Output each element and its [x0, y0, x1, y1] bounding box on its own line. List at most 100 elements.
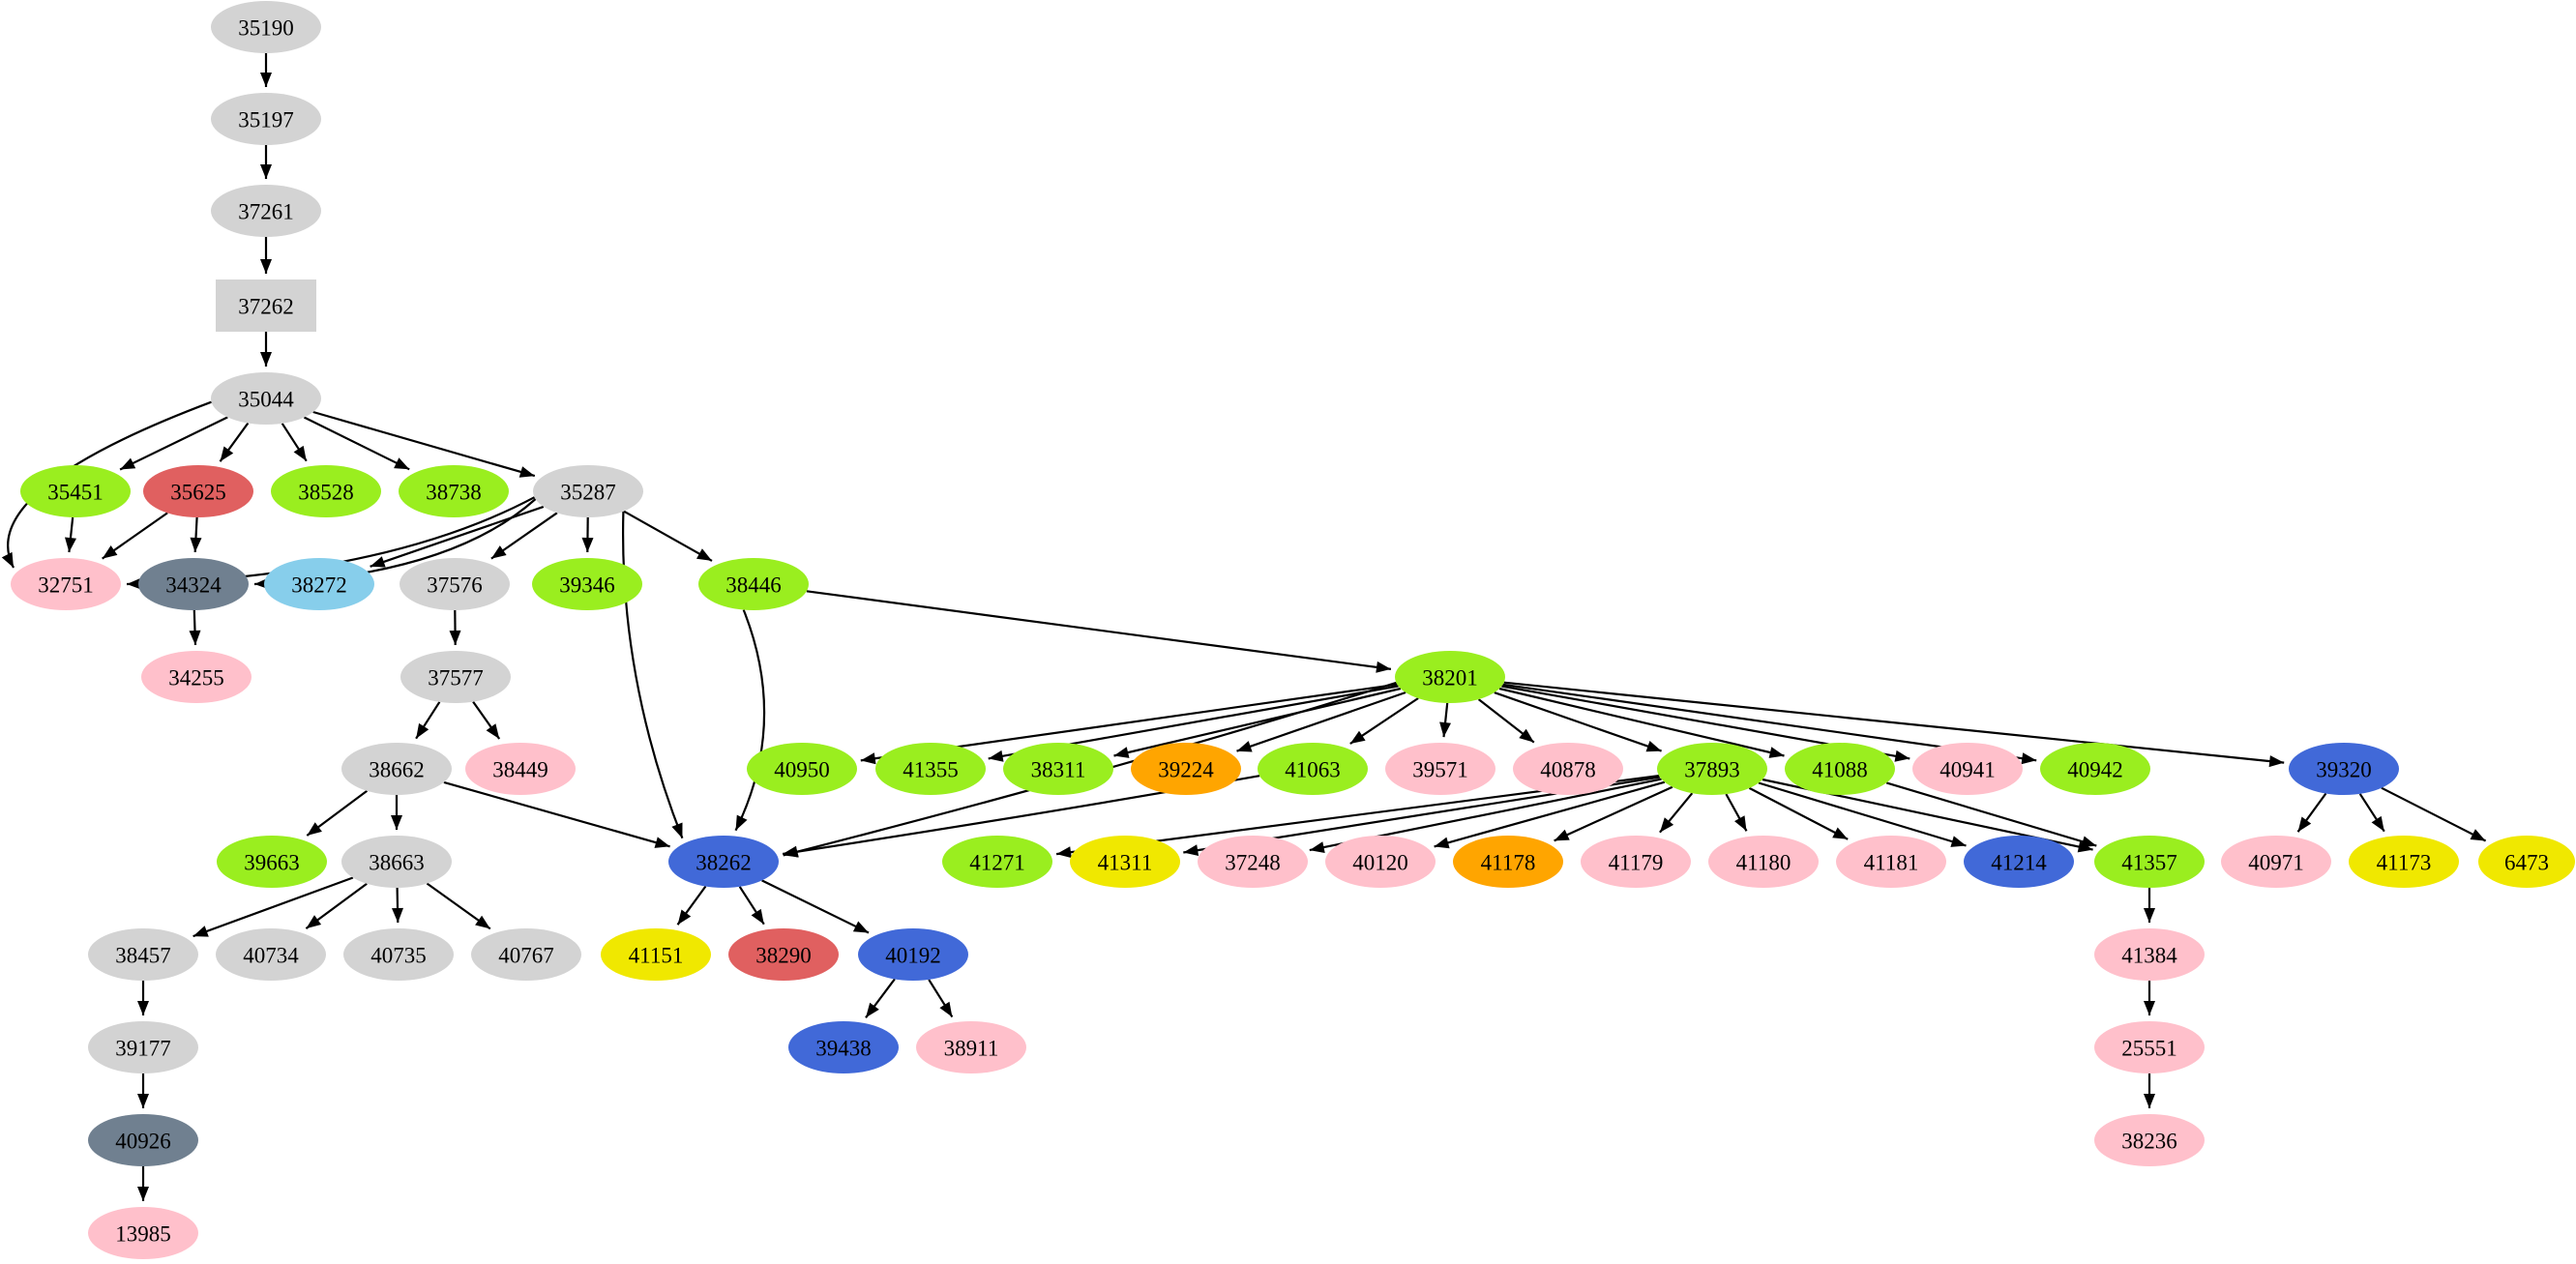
- node-shape-40950[interactable]: [747, 743, 857, 795]
- node-shape-35625[interactable]: [143, 465, 253, 517]
- graph-node-40192[interactable]: 40192: [858, 928, 968, 981]
- node-shape-32751[interactable]: [11, 558, 121, 610]
- graph-node-39438[interactable]: 39438: [788, 1021, 899, 1073]
- graph-node-38201[interactable]: 38201: [1395, 651, 1505, 703]
- node-shape-41178[interactable]: [1453, 836, 1563, 888]
- node-shape-25551[interactable]: [2094, 1021, 2205, 1073]
- graph-node-41357[interactable]: 41357: [2094, 836, 2205, 888]
- node-shape-35197[interactable]: [211, 93, 321, 145]
- graph-node-39571[interactable]: 39571: [1385, 743, 1495, 795]
- node-shape-39663[interactable]: [217, 836, 327, 888]
- graph-node-13985[interactable]: 13985: [88, 1207, 198, 1259]
- node-shape-38290[interactable]: [728, 928, 839, 981]
- node-shape-35044[interactable]: [211, 372, 321, 425]
- node-shape-38738[interactable]: [399, 465, 509, 517]
- graph-node-40942[interactable]: 40942: [2040, 743, 2150, 795]
- graph-node-39663[interactable]: 39663: [217, 836, 327, 888]
- graph-node-34324[interactable]: 34324: [138, 558, 249, 610]
- graph-node-40926[interactable]: 40926: [88, 1114, 198, 1166]
- node-shape-40971[interactable]: [2221, 836, 2331, 888]
- node-shape-41173[interactable]: [2349, 836, 2459, 888]
- graph-node-40941[interactable]: 40941: [1912, 743, 2023, 795]
- node-shape-41088[interactable]: [1785, 743, 1895, 795]
- node-shape-41384[interactable]: [2094, 928, 2205, 981]
- node-shape-38449[interactable]: [465, 743, 576, 795]
- node-shape-38457[interactable]: [88, 928, 198, 981]
- graph-node-41214[interactable]: 41214: [1964, 836, 2074, 888]
- node-shape-40735[interactable]: [343, 928, 454, 981]
- node-shape-38201[interactable]: [1395, 651, 1505, 703]
- graph-node-38311[interactable]: 38311: [1003, 743, 1113, 795]
- graph-node-40735[interactable]: 40735: [343, 928, 454, 981]
- graph-node-39177[interactable]: 39177: [88, 1021, 198, 1073]
- graph-node-40120[interactable]: 40120: [1325, 836, 1436, 888]
- graph-node-35451[interactable]: 35451: [20, 465, 131, 517]
- graph-node-38449[interactable]: 38449: [465, 743, 576, 795]
- graph-node-35287[interactable]: 35287: [533, 465, 643, 517]
- node-shape-40120[interactable]: [1325, 836, 1436, 888]
- node-shape-41355[interactable]: [875, 743, 986, 795]
- node-shape-37261[interactable]: [211, 185, 321, 237]
- node-shape-38311[interactable]: [1003, 743, 1113, 795]
- node-shape-37248[interactable]: [1198, 836, 1308, 888]
- graph-node-38236[interactable]: 38236: [2094, 1114, 2205, 1166]
- node-shape-38662[interactable]: [341, 743, 452, 795]
- graph-node-35625[interactable]: 35625: [143, 465, 253, 517]
- graph-node-37577[interactable]: 37577: [400, 651, 511, 703]
- graph-node-41178[interactable]: 41178: [1453, 836, 1563, 888]
- node-shape-40941[interactable]: [1912, 743, 2023, 795]
- node-shape-38911[interactable]: [916, 1021, 1026, 1073]
- graph-node-41151[interactable]: 41151: [601, 928, 711, 981]
- node-shape-37576[interactable]: [400, 558, 510, 610]
- graph-node-37576[interactable]: 37576: [400, 558, 510, 610]
- node-shape-39177[interactable]: [88, 1021, 198, 1073]
- node-shape-6473[interactable]: [2478, 836, 2575, 888]
- graph-node-41384[interactable]: 41384: [2094, 928, 2205, 981]
- node-shape-35287[interactable]: [533, 465, 643, 517]
- graph-node-39320[interactable]: 39320: [2289, 743, 2399, 795]
- graph-node-38663[interactable]: 38663: [341, 836, 452, 888]
- graph-node-25551[interactable]: 25551: [2094, 1021, 2205, 1073]
- graph-node-38911[interactable]: 38911: [916, 1021, 1026, 1073]
- node-shape-41181[interactable]: [1836, 836, 1946, 888]
- graph-node-38446[interactable]: 38446: [698, 558, 809, 610]
- graph-node-38262[interactable]: 38262: [668, 836, 779, 888]
- graph-node-41088[interactable]: 41088: [1785, 743, 1895, 795]
- node-shape-34255[interactable]: [141, 651, 252, 703]
- graph-node-41179[interactable]: 41179: [1581, 836, 1691, 888]
- graph-node-41355[interactable]: 41355: [875, 743, 986, 795]
- node-shape-41271[interactable]: [942, 836, 1052, 888]
- graph-node-34255[interactable]: 34255: [141, 651, 252, 703]
- graph-node-40734[interactable]: 40734: [216, 928, 326, 981]
- graph-node-38662[interactable]: 38662: [341, 743, 452, 795]
- node-shape-38236[interactable]: [2094, 1114, 2205, 1166]
- node-shape-41063[interactable]: [1258, 743, 1368, 795]
- graph-node-35197[interactable]: 35197: [211, 93, 321, 145]
- node-shape-38528[interactable]: [271, 465, 381, 517]
- graph-node-39346[interactable]: 39346: [532, 558, 642, 610]
- graph-node-41180[interactable]: 41180: [1708, 836, 1819, 888]
- graph-node-38290[interactable]: 38290: [728, 928, 839, 981]
- node-shape-41214[interactable]: [1964, 836, 2074, 888]
- node-shape-39346[interactable]: [532, 558, 642, 610]
- node-shape-39571[interactable]: [1385, 743, 1495, 795]
- node-shape-39438[interactable]: [788, 1021, 899, 1073]
- graph-node-39224[interactable]: 39224: [1131, 743, 1241, 795]
- graph-node-40767[interactable]: 40767: [471, 928, 581, 981]
- graph-node-38457[interactable]: 38457: [88, 928, 198, 981]
- node-shape-37262[interactable]: [216, 279, 316, 332]
- node-shape-38663[interactable]: [341, 836, 452, 888]
- node-shape-35451[interactable]: [20, 465, 131, 517]
- node-shape-38272[interactable]: [264, 558, 374, 610]
- graph-node-41173[interactable]: 41173: [2349, 836, 2459, 888]
- node-shape-34324[interactable]: [138, 558, 249, 610]
- graph-node-40971[interactable]: 40971: [2221, 836, 2331, 888]
- node-shape-13985[interactable]: [88, 1207, 198, 1259]
- node-shape-40926[interactable]: [88, 1114, 198, 1166]
- graph-node-41063[interactable]: 41063: [1258, 743, 1368, 795]
- node-shape-37893[interactable]: [1657, 743, 1767, 795]
- node-shape-40878[interactable]: [1513, 743, 1623, 795]
- node-shape-35190[interactable]: [211, 1, 321, 53]
- node-shape-38446[interactable]: [698, 558, 809, 610]
- node-shape-41179[interactable]: [1581, 836, 1691, 888]
